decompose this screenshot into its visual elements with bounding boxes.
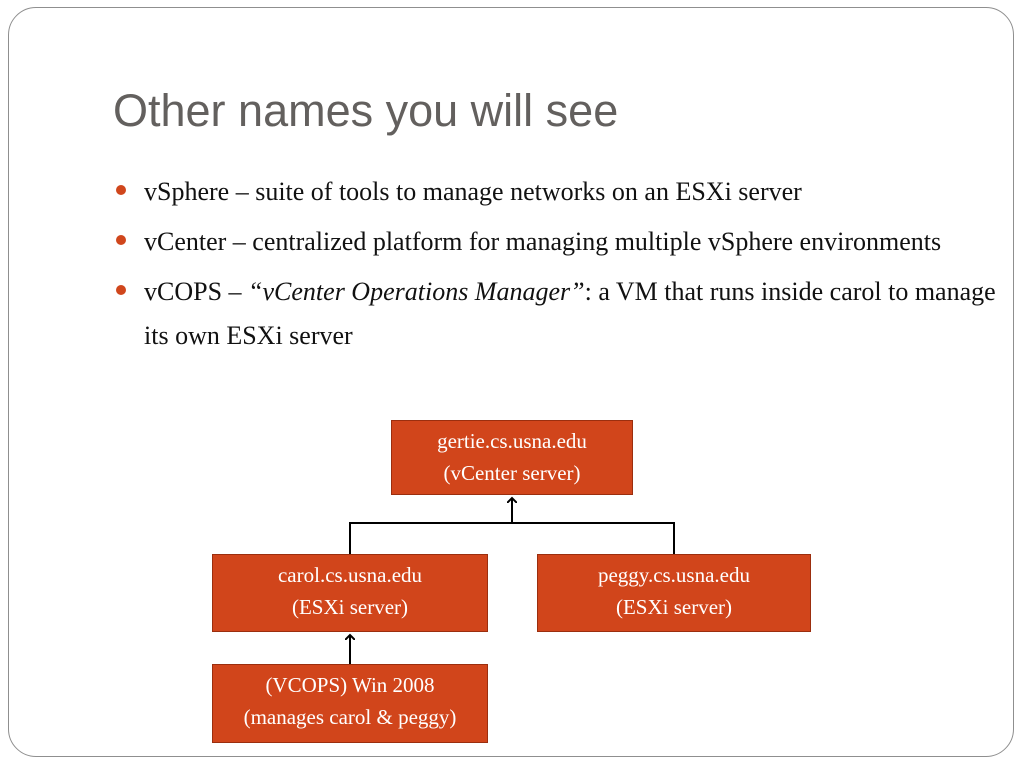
node-carol-line2: (ESXi server)	[291, 595, 409, 619]
slide-frame	[8, 7, 1014, 757]
node-peggy-line2: (ESXi server)	[615, 595, 733, 619]
bullet-vcops: vCOPS – “vCenter Operations Manager”: a …	[116, 270, 996, 358]
bullet-text-lead: vCOPS –	[144, 277, 249, 306]
bullet-vcenter: vCenter – centralized platform for manag…	[116, 220, 996, 264]
bullet-dot-icon	[116, 185, 126, 195]
bullet-list: vSphere – suite of tools to manage netwo…	[116, 170, 996, 364]
bullet-text-italic: “vCenter Operations Manager”	[248, 277, 585, 306]
node-gertie: gertie.cs.usna.edu (vCenter server)	[391, 420, 633, 495]
bullet-dot-icon	[116, 285, 126, 295]
node-vcops: (VCOPS) Win 2008 (manages carol & peggy)	[212, 664, 488, 743]
node-gertie-line1: gertie.cs.usna.edu	[437, 429, 587, 453]
slide-title: Other names you will see	[113, 85, 619, 136]
bullet-vsphere: vSphere – suite of tools to manage netwo…	[116, 170, 996, 214]
node-vcops-line1: (VCOPS) Win 2008	[265, 673, 435, 697]
bullet-text: vSphere – suite of tools to manage netwo…	[144, 177, 802, 206]
node-vcops-line2: (manages carol & peggy)	[243, 705, 457, 729]
node-carol-line1: carol.cs.usna.edu	[277, 563, 423, 587]
bullet-text: vCenter – centralized platform for manag…	[144, 227, 942, 256]
node-gertie-line2: (vCenter server)	[443, 461, 581, 485]
node-carol: carol.cs.usna.edu (ESXi server)	[212, 554, 488, 632]
node-peggy-line1: peggy.cs.usna.edu	[597, 563, 750, 587]
bullet-dot-icon	[116, 235, 126, 245]
node-peggy: peggy.cs.usna.edu (ESXi server)	[537, 554, 811, 632]
bullet-text-tail: : a VM that runs inside carol to manage …	[144, 277, 996, 350]
